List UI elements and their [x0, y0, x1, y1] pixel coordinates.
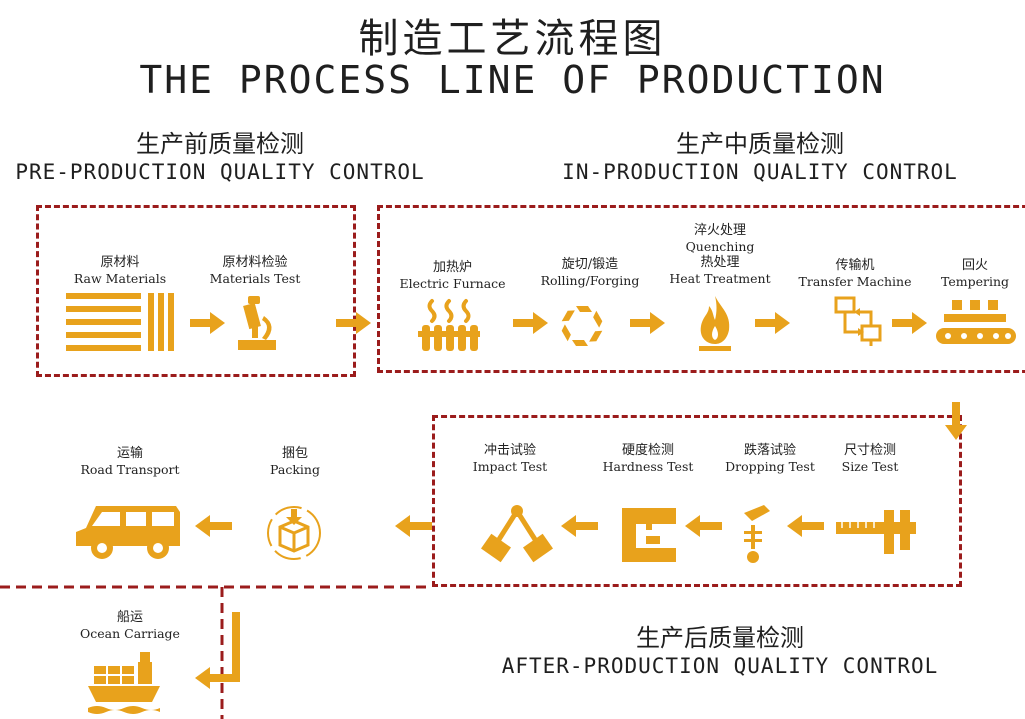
arrow-left: [787, 515, 824, 537]
raw-materials-icon: [66, 293, 174, 351]
arrow-left: [685, 515, 722, 537]
arrow-right: [513, 312, 548, 334]
box-icon: [267, 506, 321, 560]
pre-production-heading-cn: 生产前质量检测: [136, 130, 304, 158]
arrow-right: [336, 312, 371, 334]
arrow-left: [395, 515, 432, 537]
in-production-heading-en: IN-PRODUCTION QUALITY CONTROL: [562, 160, 958, 184]
after-production-box: [432, 415, 962, 587]
arrow-right: [892, 312, 927, 334]
microscope-icon: [238, 296, 276, 350]
caliper-icon: [836, 510, 916, 554]
arrow-right: [755, 312, 790, 334]
drop-hammer-icon: [744, 505, 770, 563]
arrow-right: [190, 312, 225, 334]
conveyor-icon: [936, 300, 1016, 344]
arrow-right: [630, 312, 665, 334]
transfer-icon: [834, 296, 882, 346]
arrow-left: [561, 515, 598, 537]
ship-icon: [88, 652, 160, 714]
in-production-heading-cn: 生产中质量检测: [676, 130, 844, 158]
heater-icon: [418, 299, 480, 351]
cycle-icon: [561, 306, 603, 346]
hardness-tester-icon: [622, 508, 676, 562]
arrow-down: [945, 402, 967, 440]
after-production-heading-cn: 生产后质量检测: [636, 624, 804, 652]
flame-icon: [699, 296, 731, 351]
title-english: THE PROCESS LINE OF PRODUCTION: [139, 58, 886, 102]
in-production-box: [377, 205, 1025, 373]
pre-production-box: [36, 205, 356, 377]
title-chinese: 制造工艺流程图: [358, 16, 667, 62]
after-production-heading-en: AFTER-PRODUCTION QUALITY CONTROL: [501, 654, 939, 678]
arrow-down-left: [195, 612, 240, 689]
pre-production-heading-en: PRE-PRODUCTION QUALITY CONTROL: [15, 160, 425, 184]
arrow-left: [195, 515, 232, 537]
pendulum-icon: [481, 505, 553, 563]
truck-icon: [76, 506, 180, 559]
